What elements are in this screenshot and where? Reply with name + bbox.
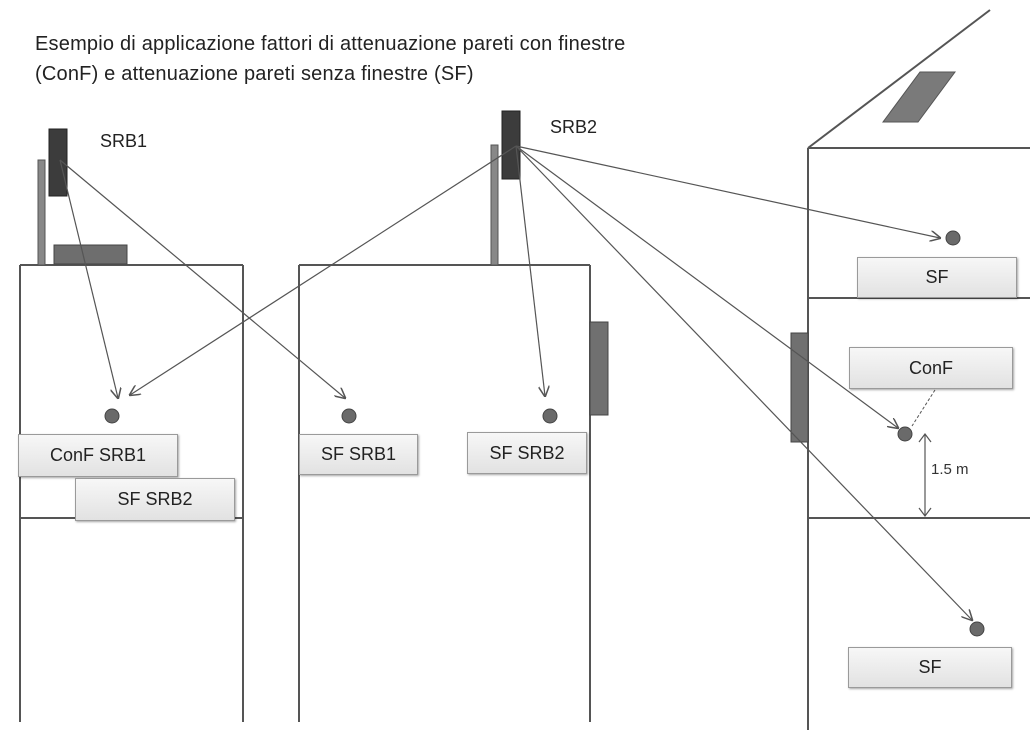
- conf-leader-line: [911, 389, 936, 427]
- ray-srb2-to-b2: [515, 145, 545, 396]
- label-b3-sf-top: SF: [857, 257, 1017, 298]
- antenna-srb2-mast: [490, 144, 499, 266]
- antenna-srb2: [490, 110, 521, 266]
- antenna-srb1-label: SRB1: [100, 131, 148, 151]
- building-1-rooftop-box: [53, 244, 128, 265]
- dimension-1-5m: [918, 433, 932, 517]
- antenna-srb2-label: SRB2: [550, 117, 598, 137]
- title-line-2: (ConF) e attenuazione pareti senza fines…: [35, 63, 474, 85]
- dimension-label: 1.5 m: [931, 461, 969, 478]
- antenna-srb1-panel: [48, 128, 68, 197]
- ray-srb2-to-b1: [130, 145, 517, 395]
- dimension-arrow-down: [918, 507, 932, 517]
- dimension-arrow-up: [918, 433, 932, 443]
- point-b1: [104, 408, 120, 424]
- label-b3-sf-bottom: SF: [848, 647, 1012, 688]
- point-b3-top: [945, 230, 961, 246]
- building-2: [298, 264, 609, 722]
- point-b2-sf-srb1: [341, 408, 357, 424]
- ray-srb1-to-b2: [59, 159, 345, 398]
- label-sf-srb1: SF SRB1: [299, 434, 418, 475]
- ray-srb2-to-b3-bottom: [515, 145, 972, 620]
- label-b1-sf-srb2: SF SRB2: [75, 478, 235, 521]
- propagation-rays: [59, 145, 972, 620]
- building-3-window: [790, 332, 809, 443]
- building-3-roof-panel: [882, 71, 956, 123]
- building-2-window: [589, 321, 609, 416]
- building-1: [19, 244, 244, 722]
- point-b2-sf-srb2: [542, 408, 558, 424]
- title-line-1: Esempio di applicazione fattori di atten…: [35, 33, 626, 55]
- antenna-srb1-mast: [37, 159, 46, 266]
- measurement-points: [104, 230, 985, 637]
- ray-srb2-to-b3-top: [515, 145, 940, 238]
- ray-srb1-to-b1: [59, 159, 118, 398]
- building-3: [790, 9, 1030, 730]
- ray-srb2-to-b3-mid: [515, 145, 898, 428]
- label-b2-sf-srb2: SF SRB2: [467, 432, 587, 474]
- point-b3-bottom: [969, 621, 985, 637]
- building-3-roof-slope: [807, 9, 991, 149]
- label-b3-conf: ConF: [849, 347, 1013, 389]
- label-conf-srb1: ConF SRB1: [18, 434, 178, 477]
- antenna-srb2-panel: [501, 110, 521, 180]
- antenna-srb1: [37, 128, 68, 266]
- point-b3-mid: [897, 426, 913, 442]
